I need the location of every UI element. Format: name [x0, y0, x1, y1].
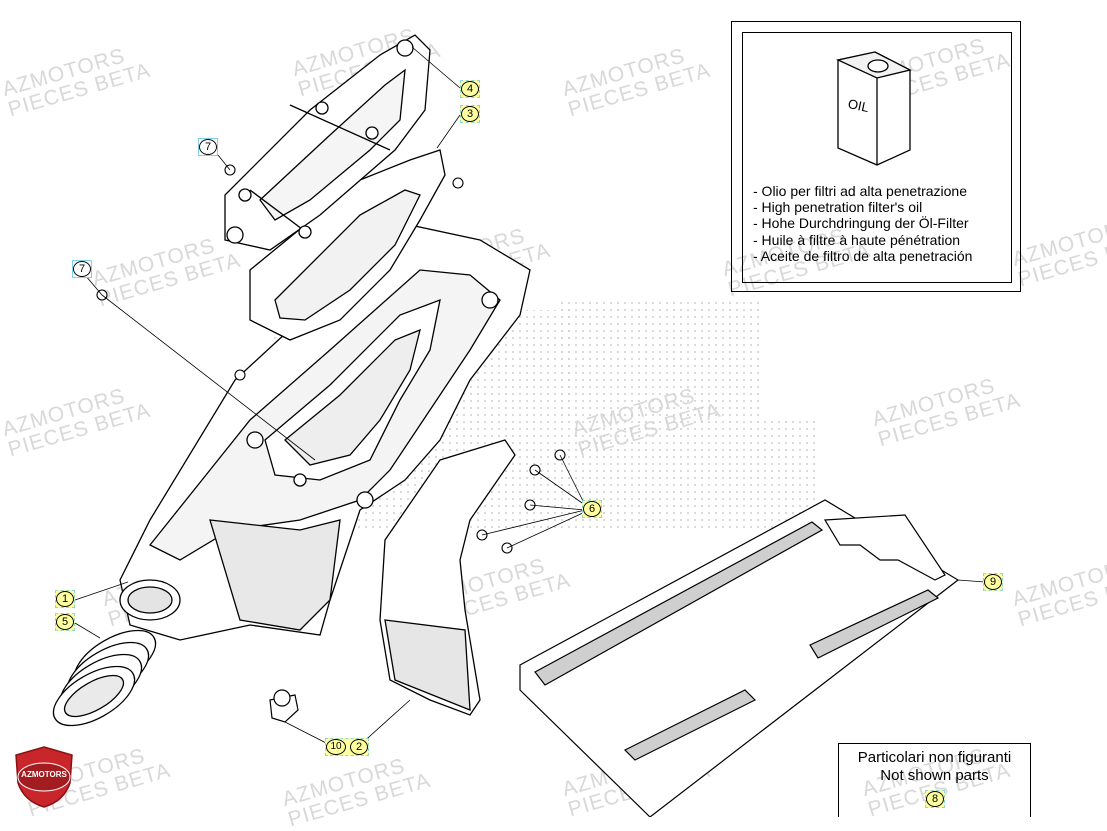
- drain-plug: [269, 689, 299, 723]
- oil-info-line: - High penetration filter's oil: [753, 199, 923, 216]
- oil-info-line: - Huile à filtre à haute pénétration: [753, 231, 961, 248]
- oil-info-line: - Hohe Durchdringung der Öl-Filter: [753, 215, 969, 232]
- filter-cage: [224, 34, 431, 251]
- side-panel: [379, 439, 516, 716]
- leader-lines: [74, 46, 986, 746]
- callout-5[interactable]: 5: [55, 613, 75, 631]
- oil-info-inner-frame: [742, 32, 1012, 283]
- callout-number-2: 2: [350, 739, 368, 755]
- callout-4[interactable]: 4: [460, 80, 480, 98]
- callout-number: 4: [461, 81, 479, 97]
- callout-number-10: 10: [326, 739, 346, 755]
- not-shown-title-en: Not shown parts: [880, 767, 989, 784]
- callout-8[interactable]: 8: [925, 790, 945, 808]
- callout-3[interactable]: 3: [460, 105, 480, 123]
- oil-can-icon: [835, 51, 912, 166]
- oil-info-box: [731, 21, 1021, 292]
- filter-sheets: [519, 499, 960, 817]
- callout-number: 3: [461, 106, 479, 122]
- oil-info-lines: - Olio per filtri ad alta penetrazione -…: [753, 183, 972, 264]
- filter-gasket: [249, 149, 446, 341]
- callout-6[interactable]: 6: [582, 500, 602, 518]
- airbox-body: [119, 224, 531, 641]
- logo-text: AZMOTORS: [21, 770, 67, 779]
- callout-number: 5: [56, 614, 74, 630]
- callout-7-left[interactable]: 7: [72, 260, 92, 278]
- callout-number: 7: [73, 261, 91, 277]
- intake-boot: [52, 629, 157, 727]
- azmotors-logo: AZMOTORS: [12, 745, 76, 809]
- not-shown-parts-box: Particolari non figuranti Not shown part…: [838, 743, 1031, 817]
- not-shown-title-it: Particolari non figuranti: [857, 749, 1012, 766]
- callout-number: 8: [926, 791, 944, 807]
- shield-logo-icon: [15, 746, 73, 808]
- callout-number: 1: [56, 591, 74, 607]
- callout-number: 9: [984, 574, 1002, 590]
- oil-info-line: - Olio per filtri ad alta penetrazione: [753, 183, 967, 199]
- callout-number: 7: [199, 139, 217, 155]
- callout-1[interactable]: 1: [55, 590, 75, 608]
- oil-info-line: - Aceite de filtro de alta penetración: [753, 247, 973, 264]
- callout-9[interactable]: 9: [983, 573, 1003, 591]
- callout-number: 6: [583, 501, 601, 517]
- callout-10-2[interactable]: 10 2: [325, 738, 369, 756]
- callout-7-top[interactable]: 7: [198, 138, 218, 156]
